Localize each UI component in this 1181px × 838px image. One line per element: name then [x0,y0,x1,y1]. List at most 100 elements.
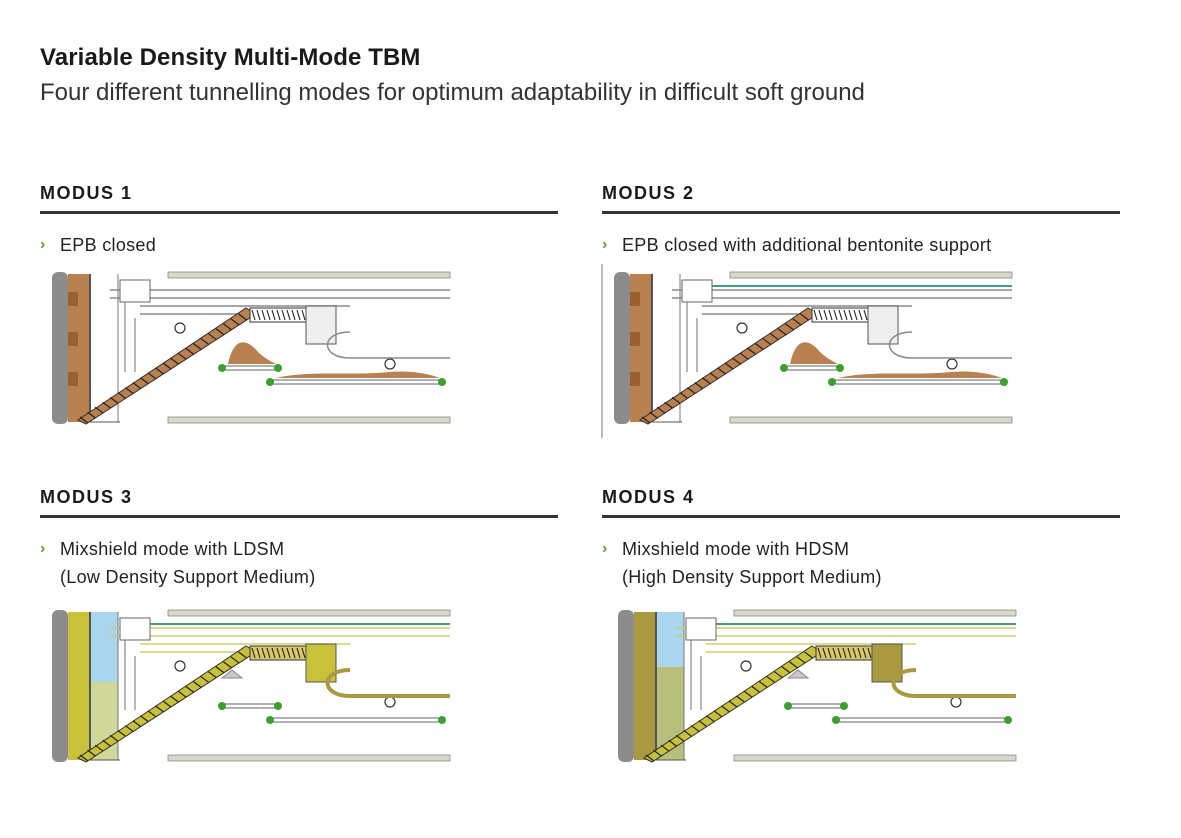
tunnel-lining-bottom [167,416,451,424]
cutter-tool [630,332,640,346]
control-box [685,617,717,641]
soil-pile [790,342,838,364]
pump [174,660,186,672]
screw-zigzag [817,647,872,659]
belt-roller [266,716,274,724]
description-line-1: EPB closed with additional bentonite sup… [622,235,992,255]
screw-flights [79,313,247,424]
tunnel-lining-bottom [733,754,1017,762]
panel-modus-4: MODUS 4 › Mixshield mode with HDSM (High… [602,487,1120,591]
panel-heading: MODUS 1 [40,183,558,214]
tunnel-lining-top [733,609,1017,617]
vertical-pipes [124,640,136,710]
panel-heading: MODUS 3 [40,487,558,518]
excavation-chamber [634,612,656,760]
pressure-chamber-air [90,612,118,682]
screw-zigzag [251,309,306,321]
soil-on-belt [838,371,1002,378]
pump [950,696,962,708]
belt-roller [840,702,848,710]
description-line-2: (High Density Support Medium) [622,567,882,587]
tbm-diagram-mixshield-hdsm [618,609,1017,763]
screw-zigzag [251,647,306,659]
chevron-right-icon: › [40,540,46,557]
screw-zigzag [813,309,868,321]
cutter-tool [68,372,78,386]
belt-roller [274,364,282,372]
tbm-diagram-mixshield-ldsm [52,609,451,763]
belt-roller [438,378,446,386]
cutterhead [618,610,634,762]
supply-pipes [672,289,1012,315]
description-line-2: (Low Density Support Medium) [60,567,316,587]
description-line-1: Mixshield mode with HDSM [622,539,850,559]
chevron-right-icon: › [602,236,608,253]
supply-pipes [110,627,450,653]
slurry-return-pipe [325,668,450,698]
panel-modus-1: MODUS 1 › EPB closed [40,183,558,259]
crusher-box [305,305,337,345]
screw-flights [645,651,813,762]
belt-roller [218,702,226,710]
belt-roller [832,716,840,724]
pump [174,322,186,334]
belt-roller [780,364,788,372]
panel-heading: MODUS 2 [602,183,1120,214]
cutterhead [52,610,68,762]
pump [740,660,752,672]
vertical-pipes [124,302,136,372]
slurry-return-pipe [326,331,450,359]
excavation-chamber [68,612,90,760]
pump [736,322,748,334]
belt-roller [836,364,844,372]
pump [384,696,396,708]
belt-roller [784,702,792,710]
belt-roller [274,702,282,710]
chevron-right-icon: › [40,236,46,253]
belt-roller [1000,378,1008,386]
cutter-tool [630,372,640,386]
control-box [681,279,713,303]
belt-roller [1004,716,1012,724]
supply-pipes [676,627,1016,653]
chevron-right-icon: › [602,540,608,557]
tbm-diagram-epb-bentonite [601,264,1013,438]
panel-heading: MODUS 4 [602,487,1120,518]
panel-description: › EPB closed [40,231,558,259]
panel-modus-3: MODUS 3 › Mixshield mode with LDSM (Low … [40,487,558,591]
panel-modus-2: MODUS 2 › EPB closed with additional ben… [602,183,1120,259]
panel-description: › Mixshield mode with HDSM (High Density… [602,535,1120,591]
screw-flights [79,651,247,762]
tunnel-lining-bottom [167,754,451,762]
supply-pipes [110,289,450,315]
vertical-pipes [690,640,702,710]
cutter-tool [68,292,78,306]
tunnel-lining-top [167,271,451,279]
soil-on-belt [276,371,440,378]
pressure-chamber-air [656,612,684,667]
belt-roller [266,378,274,386]
panel-description: › Mixshield mode with LDSM (Low Density … [40,535,558,591]
slurry-return-pipe [888,331,1012,359]
pump [384,358,396,370]
panel-description: › EPB closed with additional bentonite s… [602,231,1120,259]
tbm-diagram-epb-closed [52,271,451,425]
description-line-1: EPB closed [60,235,157,255]
cutter-tool [68,332,78,346]
tunnel-lining-top [167,609,451,617]
soil-pile [228,342,276,364]
control-box [119,279,151,303]
cutter-tool [630,292,640,306]
support-wedge [220,669,244,679]
belt-roller [828,378,836,386]
tunnel-lining-bottom [729,416,1013,424]
cutterhead [614,272,630,424]
description-line-1: Mixshield mode with LDSM [60,539,285,559]
page-title: Variable Density Multi-Mode TBM [40,44,421,71]
belt-roller [218,364,226,372]
pump [946,358,958,370]
slurry-return-pipe [891,668,1016,698]
support-wedge [786,669,810,679]
crusher-box [867,305,899,345]
belt-roller [438,716,446,724]
